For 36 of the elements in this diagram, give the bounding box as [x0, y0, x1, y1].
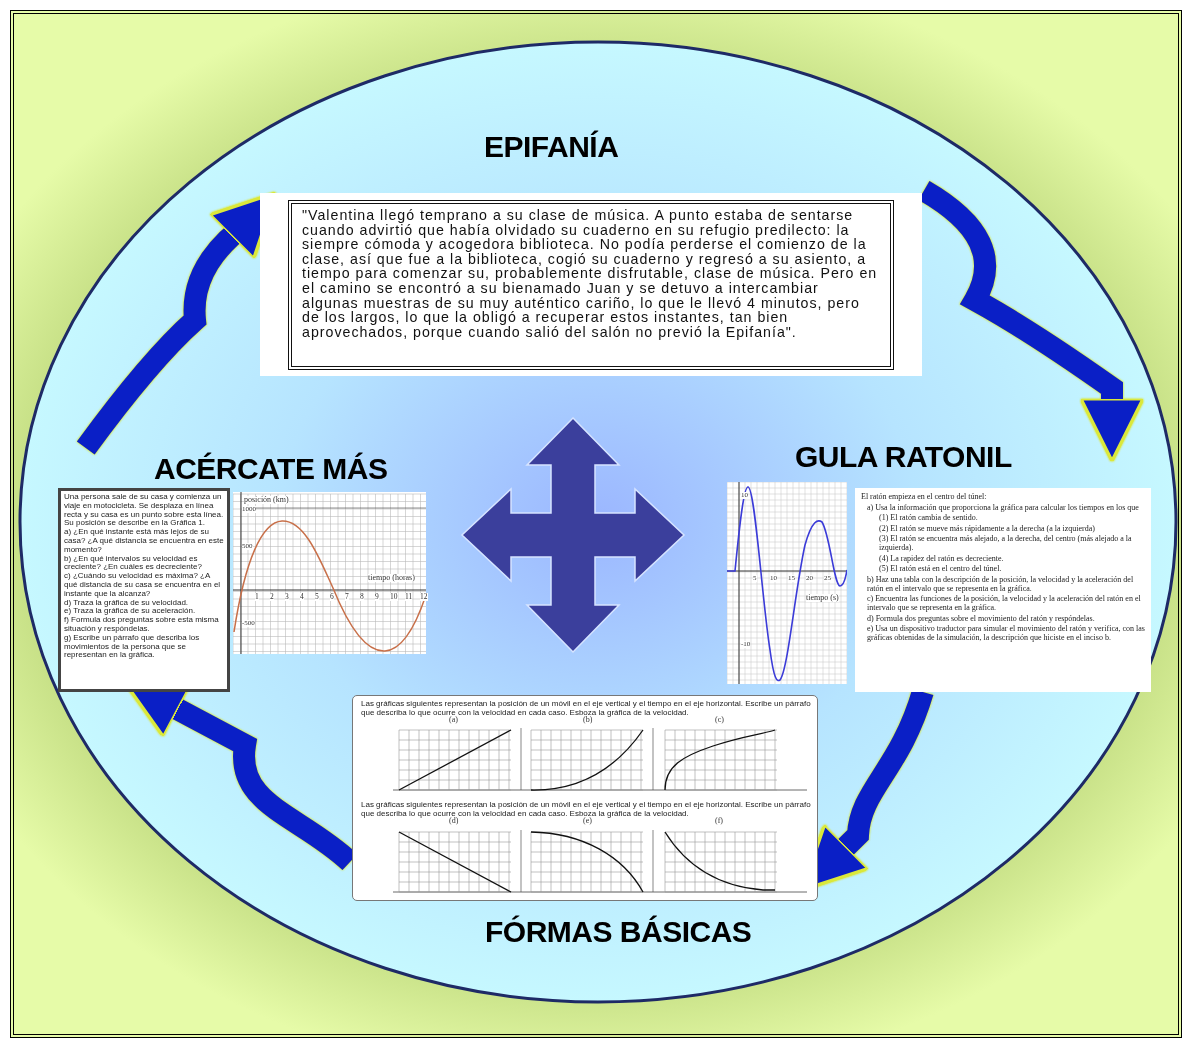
axis-label: posición (km) — [244, 496, 289, 504]
worksheet-text: (5) El ratón está en el centro del túnel. — [878, 565, 1003, 575]
worksheet-text: a) ¿En qué instante está más lejos de su casa? ¿A qué distancia se encuentra en este momento? — [64, 528, 224, 555]
worksheet-text: f) Formula dos preguntas sobre esta misma situación y respóndelas. — [64, 616, 220, 633]
worksheet-text: b) Haz una tabla con la descripción de la posición, la velocidad y la aceleración del ratón en el intervalo que se representa en la gráfica. — [866, 575, 1135, 594]
axis-label: tiempo (s) — [806, 594, 839, 602]
worksheet-text: e) Traza la gráfica de su aceleración. — [64, 607, 197, 617]
worksheet-text: El ratón empieza en el centro del túnel: — [861, 493, 988, 502]
worksheet-text: Las gráficas siguientes representan la posición de un móvil en el eje vertical y el tiempo en el eje horizontal. Escribe un párrafo que describa lo que ocurre con la velocidad en cada caso. Esboza la gráfica de la velocidad. — [361, 699, 811, 717]
worksheet-text: Las gráficas siguientes representan la posición de un móvil en el eje vertical y el tiempo en el eje horizontal. Escribe un párrafo que describa lo que ocurre con la velocidad en cada caso. Esboza la gráfica de la velocidad. — [361, 800, 811, 818]
axis-label: (a) — [449, 716, 458, 724]
worksheet-text: (1) El ratón cambia de sentido. — [878, 514, 979, 523]
worksheet-text: a) Usa la información que proporciona la gráfica para calcular los tiempos en los que — [866, 503, 1140, 513]
worksheet-text: (2) El ratón se mueve más rápidamente a la derecha (a la izquierda) — [878, 524, 1096, 534]
axis-label: (d) — [449, 817, 459, 825]
worksheet-text: c) ¿Cuándo su velocidad es máxima? ¿A qué distancia de su casa se encuentra en el instante que la alcanza? — [64, 572, 222, 598]
worksheet-text: e) Usa un dispositivo traductor para simular el movimiento del ratón y verifica, con las gráficas obtenidas de la simulación, la descripción que hiciste en el inciso b. — [866, 625, 1146, 643]
axis-label: (e) — [583, 817, 592, 825]
quote-text: "Valentina llegó temprano a su clase de música. A punto estaba de sentarse cuando advirtió que había olvidado su cuaderno en su refugio predilecto: la siempre cómoda y acogedora biblioteca. No podía perderse el comienzo de la clase, así que fue a la biblioteca, cogió su cuaderno y regresó a su asiento, a tiempo para comenzar su, probablemente disfrutable, clase de música. Pero en el camino se encontró a su bienamado Juan y se detuvo a intercambiar algunas muestras de su muy auténtico cariño, lo que le llevó 4 minutos, pero de los largos, lo que la obligó a recuperar estos instantes, tan bien aprovechados, porque cuando salió del salón no previó la Epifanía". — [302, 208, 879, 340]
worksheet-text: b) ¿En qué intervalos su velocidad es creciente? ¿En cuáles es decreciente? — [64, 554, 203, 573]
worksheet-text: Una persona sale de su casa y comienza un viaje en motocicleta. Se desplaza en línea recta y su casa es un punto sobre esta línea. Su posición se describe en la Gráfica 1. — [64, 493, 224, 529]
section-heading: FÓRMAS BÁSICAS — [485, 915, 752, 949]
axis-label: tiempo (horas) — [368, 574, 415, 582]
axis-label: (c) — [715, 716, 724, 724]
worksheet-text: g) Escribe un párrafo que describa los movimientos de la persona que se representan en la gráfica. — [64, 633, 201, 661]
section-heading: ACÉRCATE MÁS — [154, 452, 388, 486]
worksheet-text: (4) La rapidez del ratón es decreciente. — [878, 554, 1005, 564]
worksheet-text: c) Encuentra las funciones de la posición, la velocidad y la aceleración del ratón en el intervalo que se representa en la gráfica. — [866, 595, 1142, 613]
worksheet-text: d) Traza la gráfica de su velocidad. — [64, 598, 190, 607]
axis-label: (b) — [583, 716, 593, 724]
worksheet-text: (3) El ratón se encuentra más alejado, a la derecha, del centro (más alejado a la izquierda). — [878, 535, 1133, 553]
section-heading: GULA RATONIL — [795, 440, 1012, 474]
worksheet-text: d) Formula dos preguntas sobre el movimiento del ratón y respóndelas. — [866, 614, 1096, 624]
curved-arrow — [76, 191, 277, 455]
section-heading: EPIFANÍA — [484, 130, 619, 164]
axis-label: (f) — [715, 817, 723, 825]
